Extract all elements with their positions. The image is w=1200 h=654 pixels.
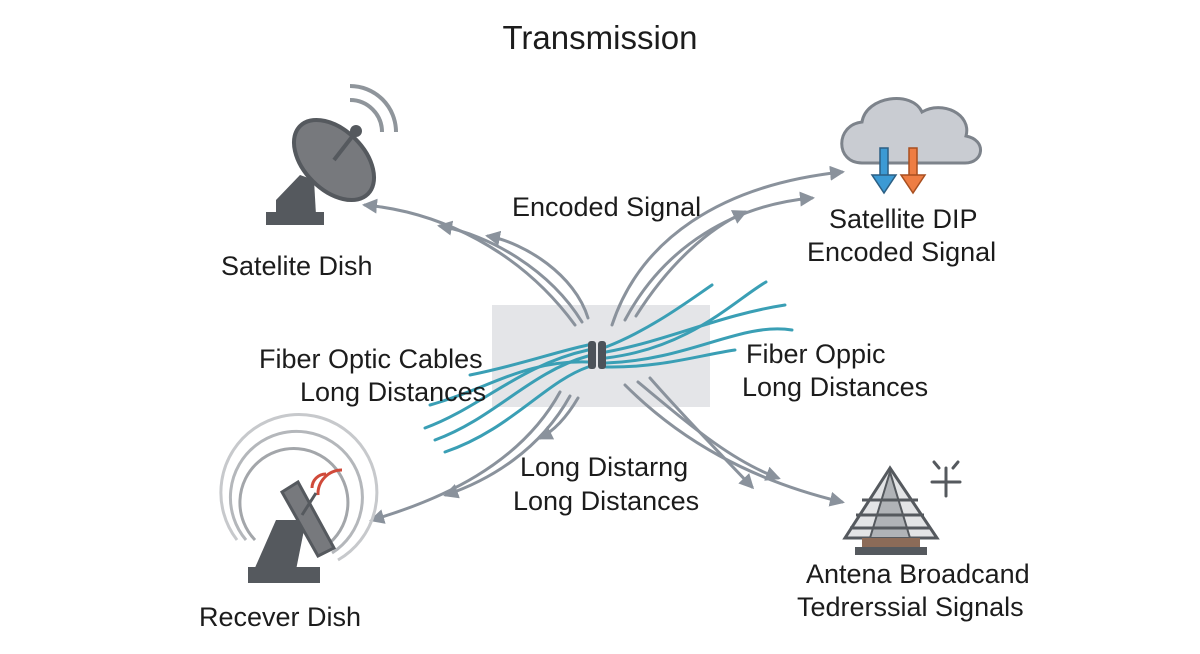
arrow-path xyxy=(623,383,845,507)
fiber-cable xyxy=(468,343,590,377)
satellite-dish-label: Satelite Dish xyxy=(221,251,373,281)
arrow-path xyxy=(634,210,748,318)
fiber-left-label-line2: Long Distances xyxy=(300,377,487,407)
arrow-up-icon xyxy=(899,147,927,195)
fiber-left-label-line1: Fiber Optic Cables xyxy=(259,344,483,374)
sparkle-icon xyxy=(930,460,962,498)
long-bottom-label-line1: Long Distarng xyxy=(520,452,689,482)
fiber-right-label-line2: Long Distances xyxy=(742,372,929,402)
fiber-cable xyxy=(604,327,794,365)
arrow-down-icon xyxy=(870,147,898,195)
long-bottom-label-line2: Long Distances xyxy=(513,486,700,516)
arrow-path xyxy=(648,376,755,490)
fiber-cable xyxy=(604,348,737,369)
receiver-dish-label: Recever Dish xyxy=(199,602,362,632)
fiber-cable xyxy=(604,280,768,360)
fiber-cable xyxy=(604,283,714,349)
antenna-label-line1: Antena Broadcand xyxy=(806,559,1030,589)
arrow-path xyxy=(636,380,781,481)
fiber-connector-icon xyxy=(588,341,606,369)
antenna-label-line2: Tedrerssial Signals xyxy=(797,592,1024,622)
arrow-path xyxy=(537,396,580,440)
arrows-to-antenna xyxy=(623,376,845,507)
arrow-path xyxy=(610,165,845,327)
arrow-path xyxy=(623,191,815,322)
arrow-path xyxy=(443,394,572,499)
receiver-dish-icon xyxy=(219,413,379,583)
encoded-signal-label: Encoded Signal xyxy=(512,192,702,222)
fiber-right-label-line1: Fiber Oppic xyxy=(746,339,886,369)
arrow-path xyxy=(437,220,584,324)
fiber-cable xyxy=(428,360,590,407)
satellite-dip-label-line1: Satellite DIP xyxy=(829,204,978,234)
satellite-dish-icon xyxy=(266,84,398,225)
fiber-optic-cables xyxy=(423,280,794,454)
arrow-path xyxy=(362,198,577,327)
arrows-to-satellite-dip xyxy=(610,165,845,327)
fiber-cable xyxy=(423,348,590,430)
satellite-dip-label-line2: Encoded Signal xyxy=(807,237,997,267)
cloud-icon xyxy=(840,97,982,195)
arrow-path xyxy=(485,230,590,320)
arrows-to-receiver-dish xyxy=(369,390,580,524)
arrow-path xyxy=(369,390,562,524)
antenna-tower-icon xyxy=(842,465,940,555)
arrows-to-satellite-dish xyxy=(362,198,590,327)
diagram-title: Transmission xyxy=(502,19,698,56)
fiber-cable xyxy=(443,365,590,454)
